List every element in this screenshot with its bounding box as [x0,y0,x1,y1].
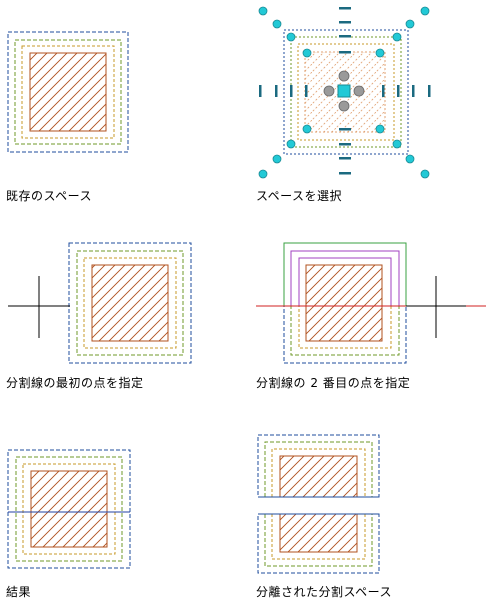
grip-mid-tr [405,19,415,29]
upper-space [257,434,380,498]
outer-boundary [68,242,192,364]
space-hatch [91,264,169,342]
offset-boundary-green [76,250,184,356]
outer-boundary [7,31,129,153]
grip-hatch-tr [375,48,385,58]
grip-outer-bl [258,169,268,179]
grip-outer-br [420,169,430,179]
offset-boundary-green [14,39,122,145]
panel-result [7,449,131,569]
panel-separated [257,434,380,574]
grip-hatch-tl [302,48,312,58]
panel-existing-space [7,31,129,153]
grip-center-square [337,84,351,98]
outer-boundary [283,29,409,155]
offset-boundary-yellow [22,463,116,555]
caption-second-point: 分割線の 2 番目の点を指定 [256,376,411,390]
highlight-purple-1 [290,250,400,306]
edge-grips-left [259,85,308,97]
lower-space [257,513,380,574]
grip-mid-tl [272,19,282,29]
grip-mid-bl [272,154,282,164]
caption-existing-space: 既存のスペース [6,189,93,203]
grip-inner-bl [286,139,296,149]
caption-first-point: 分割線の最初の点を指定 [6,376,144,390]
space-hatch [305,264,383,342]
edge-grips-top [339,7,351,54]
panel-first-point [8,242,192,364]
grip-center-top [338,70,350,82]
caption-result: 結果 [6,585,32,599]
panel-second-point [256,242,486,364]
crosshair-cursor [8,276,70,338]
highlight-purple-2 [298,257,392,306]
caption-separated: 分離された分割スペース [256,585,393,599]
grip-center-right [353,85,365,97]
outer-boundary [7,449,131,569]
caption-select-space: スペースを選択 [256,189,343,203]
edge-grips-right [382,85,431,97]
grip-outer-tr [420,6,430,16]
grip-hatch-bl [302,124,312,134]
space-hatch [30,470,108,548]
grip-inner-tl [286,32,296,42]
panel-select-space [258,6,431,179]
grip-center-bottom [338,100,350,112]
edge-grips-bottom [339,128,351,175]
grip-inner-tr [392,32,402,42]
offset-boundary-yellow [297,43,395,141]
grip-hatch-br [375,124,385,134]
offset-boundary-yellow [21,45,115,139]
space-hatch [29,52,107,132]
offset-boundary-green [15,456,123,562]
crosshair-cursor [406,276,466,338]
grip-mid-br [405,154,415,164]
grip-inner-br [392,139,402,149]
grip-outer-tl [258,6,268,16]
highlight-green [283,242,407,306]
offset-boundary-yellow [83,257,177,349]
grip-center-left [323,85,335,97]
